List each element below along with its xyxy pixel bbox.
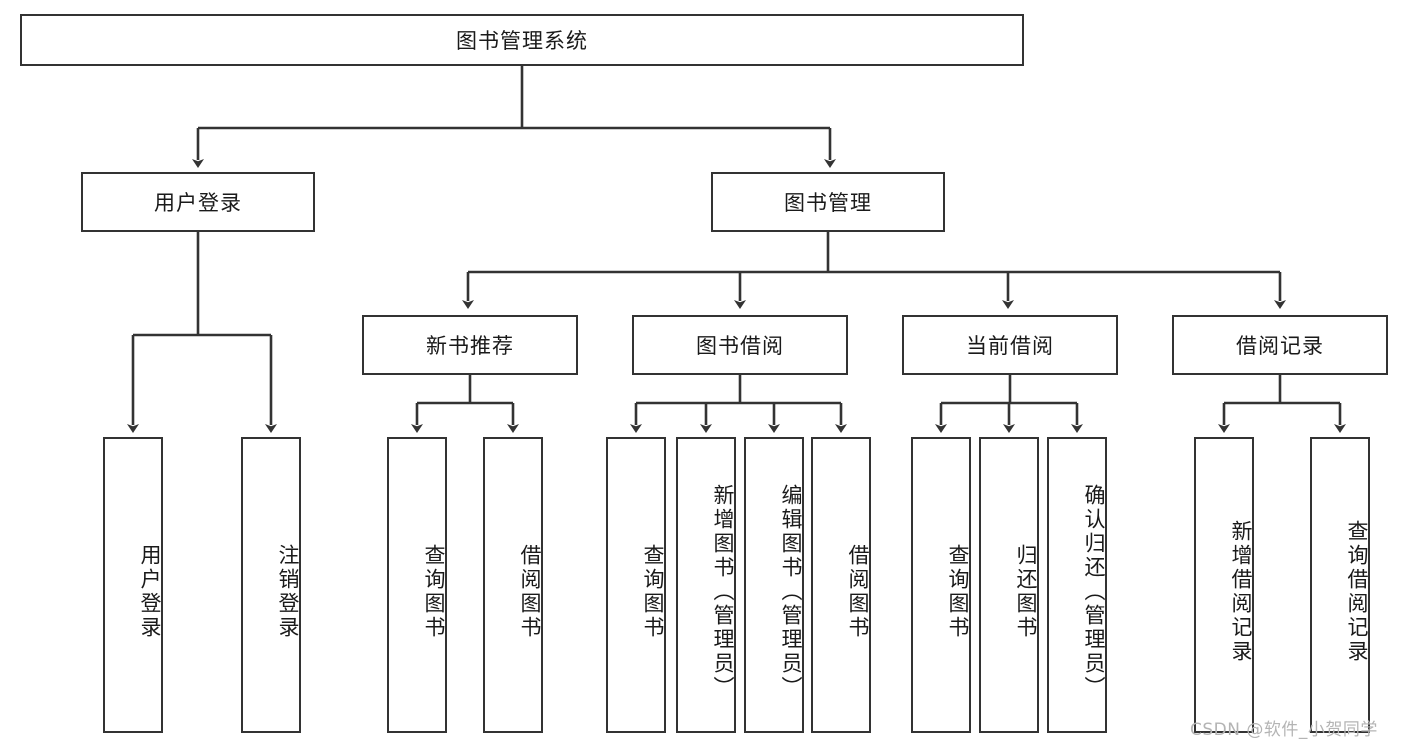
leaf-label: 查询图书 [946, 544, 970, 640]
leaf-label: 编辑图书（管理员） [779, 484, 803, 700]
node-new-book-recommend-label: 新书推荐 [426, 334, 514, 358]
leaf-current-confirm-return[interactable]: 确认归还（管理员） [1047, 437, 1107, 733]
node-borrow-record[interactable]: 借阅记录 [1172, 315, 1388, 375]
leaf-borrow-add-book[interactable]: 新增图书（管理员） [676, 437, 736, 733]
node-book-management[interactable]: 图书管理 [711, 172, 945, 232]
leaf-label: 借阅图书 [518, 544, 542, 640]
leaf-borrow-edit-book[interactable]: 编辑图书（管理员） [744, 437, 804, 733]
node-root-label: 图书管理系统 [456, 29, 588, 53]
node-new-book-recommend[interactable]: 新书推荐 [362, 315, 578, 375]
node-current-borrow-label: 当前借阅 [966, 334, 1054, 358]
leaf-label: 借阅图书 [846, 544, 870, 640]
leaf-recommend-query-book[interactable]: 查询图书 [387, 437, 447, 733]
leaf-recommend-borrow-book[interactable]: 借阅图书 [483, 437, 543, 733]
leaf-record-add-record[interactable]: 新增借阅记录 [1194, 437, 1254, 733]
leaf-current-return-book[interactable]: 归还图书 [979, 437, 1039, 733]
watermark: CSDN @软件_小贺同学 [1190, 720, 1378, 740]
leaf-label: 归还图书 [1014, 544, 1038, 640]
leaf-label: 新增借阅记录 [1229, 520, 1253, 664]
leaf-label: 查询图书 [641, 544, 665, 640]
node-book-borrow[interactable]: 图书借阅 [632, 315, 848, 375]
node-current-borrow[interactable]: 当前借阅 [902, 315, 1118, 375]
leaf-borrow-query-book[interactable]: 查询图书 [606, 437, 666, 733]
node-root[interactable]: 图书管理系统 [20, 14, 1024, 66]
leaf-current-query-book[interactable]: 查询图书 [911, 437, 971, 733]
leaf-label: 注销登录 [276, 544, 300, 640]
leaf-label: 确认归还（管理员） [1082, 484, 1106, 700]
leaf-borrow-borrow-book[interactable]: 借阅图书 [811, 437, 871, 733]
leaf-label: 查询借阅记录 [1345, 520, 1369, 664]
leaf-user-login-logout[interactable]: 注销登录 [241, 437, 301, 733]
leaf-label: 新增图书（管理员） [711, 484, 735, 700]
leaf-user-login-login[interactable]: 用户登录 [103, 437, 163, 733]
node-user-login[interactable]: 用户登录 [81, 172, 315, 232]
leaf-label: 查询图书 [422, 544, 446, 640]
leaf-label: 用户登录 [138, 544, 162, 640]
node-book-management-label: 图书管理 [784, 191, 872, 215]
node-user-login-label: 用户登录 [154, 191, 242, 215]
leaf-record-query-record[interactable]: 查询借阅记录 [1310, 437, 1370, 733]
node-borrow-record-label: 借阅记录 [1236, 334, 1324, 358]
node-book-borrow-label: 图书借阅 [696, 334, 784, 358]
